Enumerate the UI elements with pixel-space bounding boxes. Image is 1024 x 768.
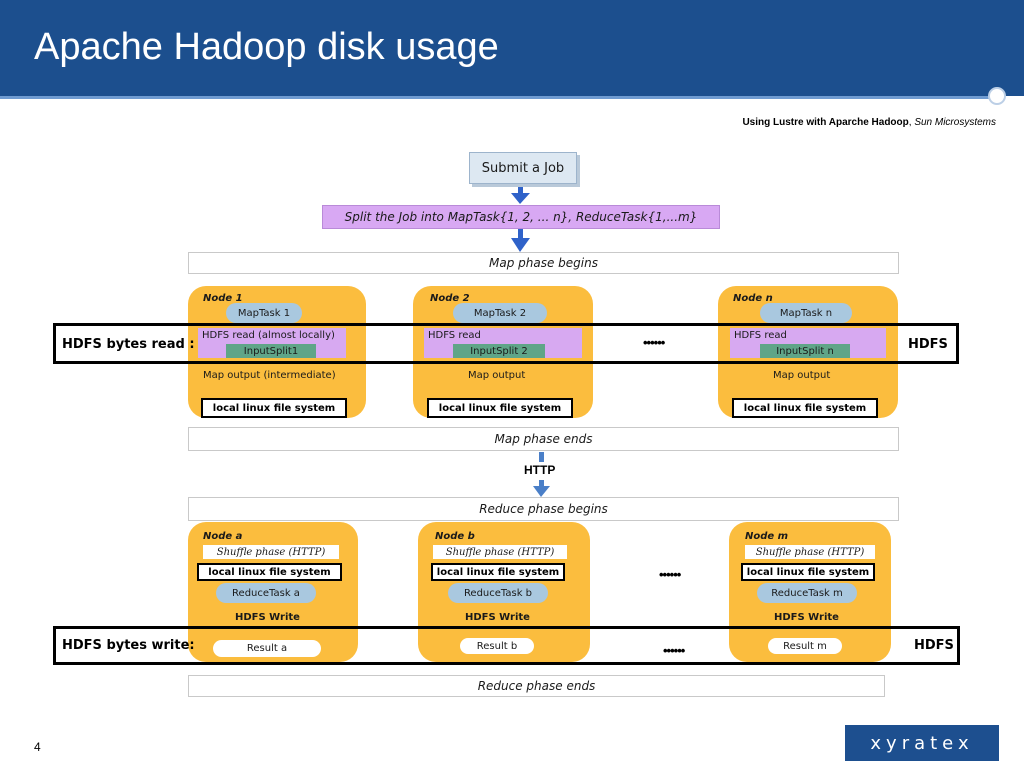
map-node-2-read-label: HDFS read (428, 330, 481, 341)
map-node-n-output: Map output (773, 370, 831, 381)
hdfs-read-right-label: HDFS (908, 337, 948, 352)
reduce-node-m-result: Result m (768, 638, 842, 654)
reduce-node-b-task: ReduceTask b (448, 583, 548, 603)
reduce-phase-ends: Reduce phase ends (188, 675, 885, 697)
citation: Using Lustre with Aparche Hadoop, Sun Mi… (742, 117, 996, 128)
reduce-node-m-shuffle: Shuffle phase (HTTP) (745, 545, 875, 559)
reduce-node-a-task: ReduceTask a (216, 583, 316, 603)
map-ellipsis: •••••• (643, 335, 665, 350)
hdfs-write-right-label: HDFS (914, 638, 954, 653)
arrow-http-reduce (539, 480, 544, 488)
citation-author: Sun Microsystems (914, 117, 996, 128)
reduce-node-b-fs: local linux file system (431, 563, 565, 581)
citation-separator: , (908, 117, 915, 128)
split-job-box: Split the Job into MapTask{1, 2, ... n},… (322, 205, 720, 229)
map-node-2-fs: local linux file system (427, 398, 573, 418)
arrow-split-map-head (511, 238, 530, 252)
map-node-2-title: Node 2 (430, 293, 470, 304)
reduce-node-a-title: Node a (203, 531, 243, 542)
header-divider (0, 96, 998, 99)
arrow-submit-split (518, 184, 523, 196)
hdfs-write-label: HDFS bytes write: (62, 638, 195, 653)
reduce-node-b-shuffle: Shuffle phase (HTTP) (433, 545, 567, 559)
map-node-n-fs: local linux file system (732, 398, 878, 418)
map-node-2-split: InputSplit 2 (453, 344, 545, 358)
reduce-node-b-result: Result b (460, 638, 534, 654)
reduce-node-m-write: HDFS Write (774, 612, 839, 623)
header-dot-ornament (988, 87, 1006, 105)
arrow-split-map (518, 229, 523, 241)
map-node-n-split: InputSplit n (760, 344, 850, 358)
hdfs-read-label: HDFS bytes read : (62, 337, 195, 352)
citation-source: Using Lustre with Aparche Hadoop (742, 117, 909, 128)
map-phase-ends: Map phase ends (188, 427, 899, 451)
xyratex-logo: xyratex (845, 725, 999, 761)
reduce-node-a-result: Result a (213, 640, 321, 657)
reduce-node-m-fs: local linux file system (741, 563, 875, 581)
reduce-phase-begins: Reduce phase begins (188, 497, 899, 521)
write-ellipsis: •••••• (663, 643, 685, 658)
map-node-1-title: Node 1 (203, 293, 243, 304)
map-node-n-read-label: HDFS read (734, 330, 787, 341)
map-node-n-title: Node n (733, 293, 773, 304)
reduce-node-a-write: HDFS Write (235, 612, 300, 623)
arrow-submit-split-head (511, 193, 530, 204)
map-node-2-read: HDFS read (424, 328, 582, 358)
map-node-2-output: Map output (468, 370, 526, 381)
arrow-mapends-http (539, 452, 544, 462)
map-node-1-read: HDFS read (almost locally) (198, 328, 346, 358)
map-node-1-split: InputSplit1 (226, 344, 316, 358)
slide-header (0, 0, 1024, 96)
map-node-1-task: MapTask 1 (226, 303, 302, 323)
map-node-1-output: Map output (intermediate) (203, 370, 336, 381)
map-node-2-task: MapTask 2 (453, 303, 547, 323)
reduce-node-b-title: Node b (435, 531, 475, 542)
map-node-1-read-label: HDFS read (almost locally) (202, 330, 335, 341)
map-node-n-task: MapTask n (760, 303, 852, 323)
submit-job-box: Submit a Job (469, 152, 577, 184)
map-node-1-fs: local linux file system (201, 398, 347, 418)
slide-title: Apache Hadoop disk usage (34, 26, 499, 68)
reduce-ellipsis: •••••• (659, 567, 681, 582)
reduce-node-m-task: ReduceTask m (757, 583, 857, 603)
page-number: 4 (34, 740, 41, 754)
reduce-node-m-title: Node m (745, 531, 789, 542)
hdfs-write-band (53, 626, 960, 665)
reduce-node-a-fs: local linux file system (197, 563, 342, 581)
hdfs-read-band (53, 323, 959, 364)
map-phase-begins: Map phase begins (188, 252, 899, 274)
reduce-node-a-shuffle: Shuffle phase (HTTP) (203, 545, 339, 559)
http-label: HTTP (524, 463, 556, 477)
arrow-http-reduce-head (533, 486, 550, 497)
reduce-node-b-write: HDFS Write (465, 612, 530, 623)
